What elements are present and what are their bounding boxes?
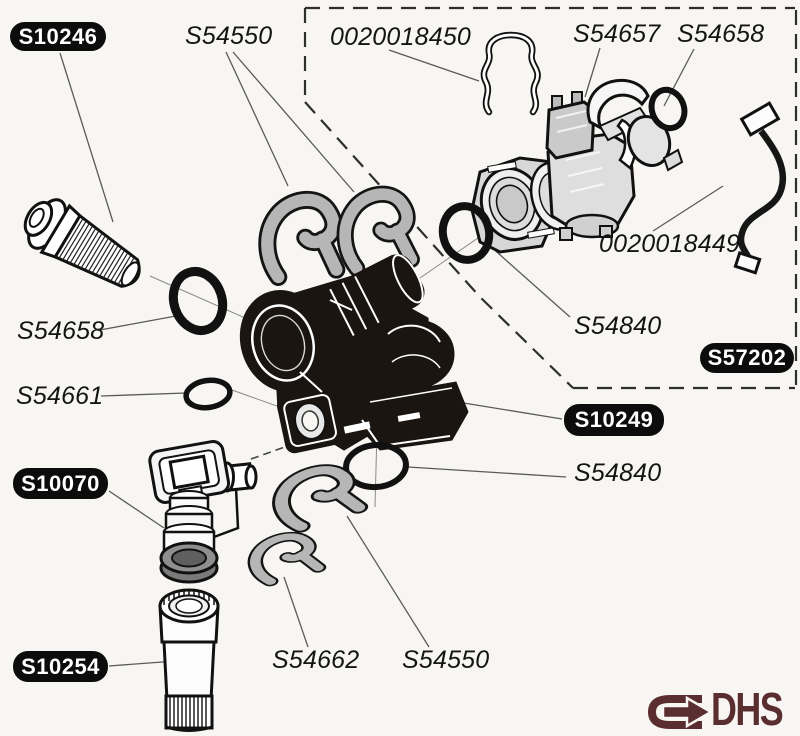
leader-lines (59, 47, 724, 667)
part-label-s54657: S54657 (573, 20, 661, 48)
capsule-outline-icon (647, 695, 702, 729)
inlet-filter-part (23, 198, 141, 288)
o-ring-s54840-upper (438, 202, 494, 264)
small-clip-part (252, 533, 319, 583)
part-label-s10249: S10249 (564, 404, 664, 436)
arrow-right-icon (661, 695, 714, 729)
flow-sensor-part (470, 78, 684, 254)
extension-tube-part (158, 588, 220, 732)
part-label-s54550-bottom: S54550 (402, 646, 490, 674)
part-label-s57202: S57202 (700, 343, 794, 373)
o-ring-s54661 (183, 377, 233, 411)
diverter-valve-part (148, 440, 258, 584)
part-label-s10070: S10070 (13, 468, 108, 499)
pipe-clip-part (277, 465, 360, 529)
part-label-s54550-top: S54550 (185, 22, 273, 50)
section-boundary-dashed (303, 6, 798, 390)
part-label-s54658-left: S54658 (17, 317, 105, 345)
part-label-s54661: S54661 (16, 382, 104, 410)
part-label-s10246: S10246 (10, 22, 106, 51)
wire-retaining-clip-part (480, 31, 541, 116)
part-label-s10254: S10254 (13, 651, 108, 682)
pipe-clip-part (264, 196, 344, 283)
part-label-0020018449: 0020018449 (599, 230, 741, 258)
part-label-0020018450: 0020018450 (330, 23, 472, 51)
o-ring-s54840-lower (343, 441, 409, 491)
o-ring-s54658-right (648, 86, 688, 132)
dhs-logo-text: DHS (711, 683, 784, 735)
part-label-s54658-top: S54658 (677, 20, 765, 48)
sensor-lever-part (586, 78, 650, 132)
o-ring-s54658-left (168, 267, 228, 335)
part-label-s54840-lower: S54840 (574, 459, 662, 487)
sensor-cable-part (733, 101, 787, 275)
part-label-s54662: S54662 (272, 646, 360, 674)
dhs-logo-mark (647, 695, 714, 729)
valve-body-part (239, 254, 469, 454)
part-label-s54840-upper: S54840 (574, 312, 662, 340)
